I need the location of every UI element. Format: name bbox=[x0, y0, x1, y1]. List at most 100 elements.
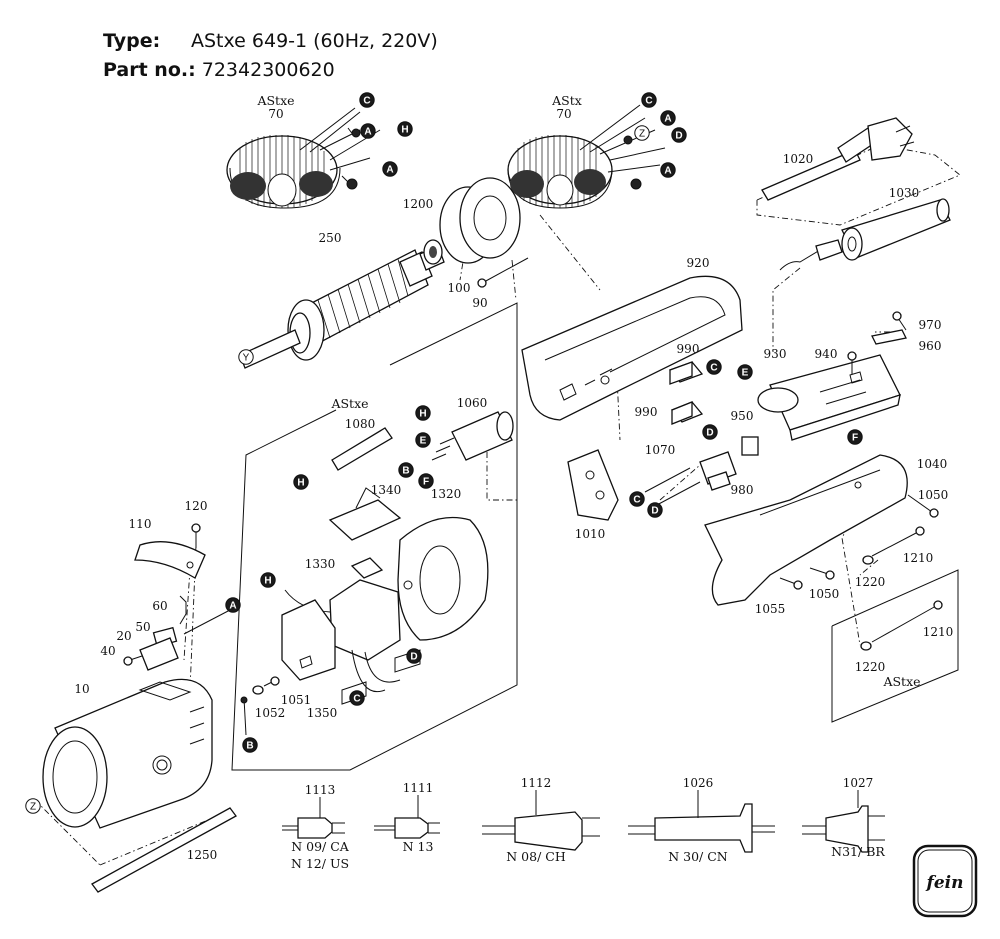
plug-1113 bbox=[282, 817, 345, 839]
part-labels: 70 70 1020 1030 1200 250 100 90 920 970 … bbox=[74, 107, 953, 862]
label-950: 950 bbox=[731, 409, 754, 423]
stator-right bbox=[507, 104, 666, 209]
label-1055: 1055 bbox=[755, 602, 786, 616]
label-1050b: 1050 bbox=[809, 587, 840, 601]
label-1320: 1320 bbox=[431, 487, 462, 501]
label-40: 40 bbox=[100, 644, 115, 658]
marker-c: C bbox=[349, 690, 365, 706]
svg-text:C: C bbox=[363, 96, 370, 107]
plug-1027 bbox=[802, 805, 885, 853]
svg-text:Y: Y bbox=[243, 353, 250, 364]
screw-90 bbox=[477, 257, 529, 288]
part-label: Part no.: bbox=[103, 59, 196, 81]
group-label-screws: AStxe bbox=[882, 674, 920, 689]
label-1051: 1051 bbox=[281, 693, 312, 707]
module-1330 bbox=[284, 557, 401, 692]
caption-1113-b: N 12/ US bbox=[291, 856, 349, 871]
marker-d: D bbox=[671, 127, 687, 143]
label-1210b: 1210 bbox=[923, 625, 954, 639]
label-1070: 1070 bbox=[645, 443, 676, 457]
label-1250: 1250 bbox=[187, 848, 218, 862]
label-10: 10 bbox=[74, 682, 89, 696]
svg-text:F: F bbox=[852, 433, 858, 444]
marker-b: B bbox=[398, 462, 414, 478]
label-990b: 990 bbox=[635, 405, 658, 419]
bearing-1200 bbox=[423, 239, 443, 265]
svg-text:D: D bbox=[675, 131, 682, 142]
type-label: Type: bbox=[103, 30, 161, 52]
label-1040: 1040 bbox=[917, 457, 948, 471]
logo-text: fein bbox=[926, 873, 964, 893]
label-110: 110 bbox=[129, 517, 152, 531]
cover-1340 bbox=[328, 487, 402, 541]
label-90: 90 bbox=[472, 296, 487, 310]
svg-text:C: C bbox=[710, 363, 717, 374]
type-row: Type:AStxe 649-1 (60Hz, 220V) bbox=[103, 27, 438, 56]
svg-text:A: A bbox=[229, 601, 236, 612]
label-1330: 1330 bbox=[305, 557, 336, 571]
cover-110 bbox=[134, 541, 206, 579]
marker-d: D bbox=[702, 424, 718, 440]
label-1010: 1010 bbox=[575, 527, 606, 541]
handle-920 bbox=[521, 275, 743, 421]
caption-1026: N 30/ CN bbox=[668, 849, 728, 864]
markers: C A H A C A Z D A Y C E D F H E B F H C … bbox=[25, 92, 863, 814]
marker-c: C bbox=[641, 92, 657, 108]
washer-1220b bbox=[860, 641, 872, 651]
label-1220a: 1220 bbox=[855, 575, 886, 589]
label-1220b: 1220 bbox=[855, 660, 886, 674]
armature-250 bbox=[239, 245, 445, 369]
label-1027: 1027 bbox=[843, 776, 874, 790]
label-970: 970 bbox=[919, 318, 942, 332]
plug-1026 bbox=[628, 803, 775, 853]
rod-1250 bbox=[91, 807, 237, 893]
caption-1027: N31/ BR bbox=[831, 844, 885, 859]
screw-1051 bbox=[263, 676, 280, 687]
caption-1112: N 08/ CH bbox=[506, 849, 566, 864]
frame-cord bbox=[756, 144, 961, 226]
plug-captions: N 09/ CA N 12/ US N 13 N 08/ CH N 30/ CN… bbox=[291, 839, 885, 871]
svg-text:H: H bbox=[264, 576, 271, 587]
label-1080: 1080 bbox=[345, 417, 376, 431]
label-70a: 70 bbox=[268, 107, 283, 121]
housing-1320 bbox=[397, 516, 489, 641]
switch-block-980 bbox=[699, 451, 737, 491]
spring-950 bbox=[741, 436, 759, 456]
svg-text:Z: Z bbox=[639, 129, 645, 140]
label-930: 930 bbox=[764, 347, 787, 361]
marker-b: B bbox=[242, 737, 258, 753]
marker-e: E bbox=[737, 364, 753, 380]
screw-1050b bbox=[809, 567, 835, 580]
screw-970 bbox=[892, 311, 907, 331]
screw-1210b bbox=[871, 600, 943, 643]
label-1113: 1113 bbox=[305, 783, 336, 797]
screw-1055 bbox=[779, 577, 803, 590]
part-row: Part no.: 72342300620 bbox=[103, 56, 438, 85]
board-1350 bbox=[281, 599, 336, 681]
marker-a: A bbox=[660, 162, 676, 178]
svg-text:B: B bbox=[402, 466, 409, 477]
washer-1052 bbox=[252, 685, 264, 695]
label-1340: 1340 bbox=[371, 483, 402, 497]
cable-b bbox=[240, 696, 248, 736]
svg-text:H: H bbox=[297, 478, 304, 489]
label-960: 960 bbox=[919, 339, 942, 353]
label-1060: 1060 bbox=[457, 396, 488, 410]
cord-1020 bbox=[761, 117, 915, 201]
svg-text:A: A bbox=[386, 165, 393, 176]
header: Type:AStxe 649-1 (60Hz, 220V) Part no.: … bbox=[103, 27, 438, 85]
svg-text:A: A bbox=[664, 166, 671, 177]
svg-text:C: C bbox=[633, 495, 640, 506]
svg-text:H: H bbox=[419, 409, 426, 420]
label-990a: 990 bbox=[677, 342, 700, 356]
group-label-stator-left: AStxe bbox=[256, 93, 294, 108]
marker-h: H bbox=[293, 474, 309, 490]
label-980: 980 bbox=[731, 483, 754, 497]
brush-holders-990 bbox=[668, 361, 704, 425]
screw-120 bbox=[191, 523, 201, 548]
label-1020: 1020 bbox=[783, 152, 814, 166]
label-1111: 1111 bbox=[403, 781, 434, 795]
label-100: 100 bbox=[448, 281, 471, 295]
svg-text:D: D bbox=[706, 428, 713, 439]
